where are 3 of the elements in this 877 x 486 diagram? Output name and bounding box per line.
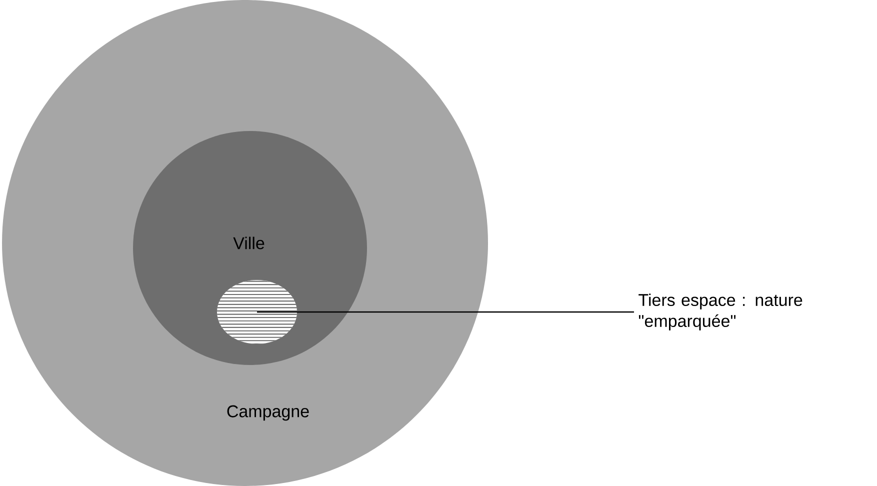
hatched-ellipse	[217, 280, 297, 344]
leader-line	[257, 311, 634, 313]
callout-text: Tiers espace : nature "emparquée"	[638, 294, 802, 330]
